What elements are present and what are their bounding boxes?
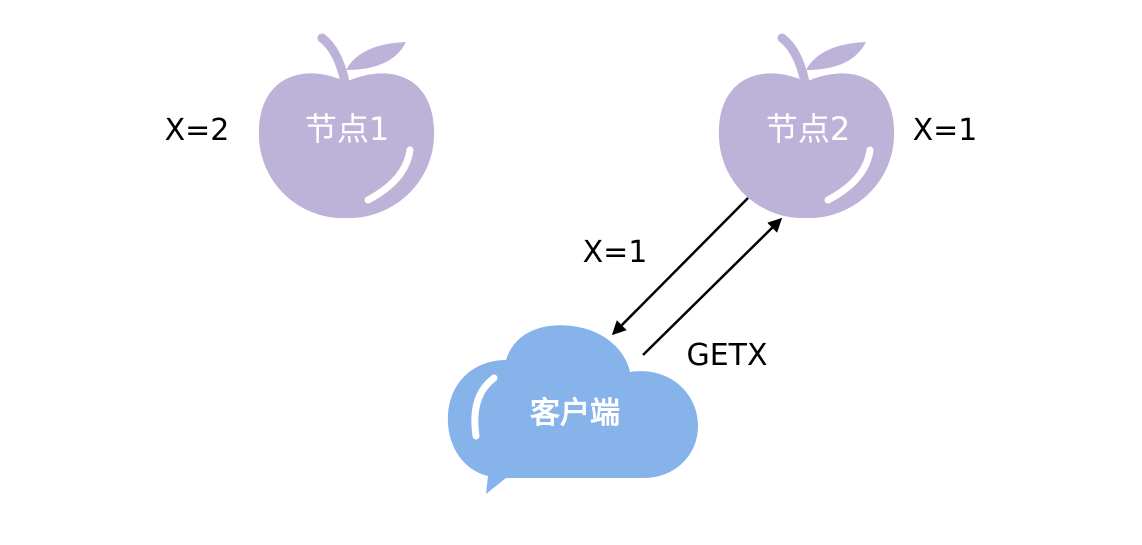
node-2-leaf [806, 42, 866, 70]
node-1-stem [317, 33, 350, 87]
node-1: 节点1 [258, 33, 435, 219]
node-2-highlight [824, 146, 874, 204]
client-cloud [447, 325, 698, 494]
node-2-value: X=1 [913, 113, 978, 148]
node-2-stem [777, 33, 810, 87]
client-label: 客户端 [530, 396, 620, 431]
node-2-label: 节点2 [766, 110, 850, 148]
node-1-label: 节点1 [305, 110, 389, 148]
response-message-label: X=1 [583, 235, 648, 270]
node-2: 节点2 [718, 33, 895, 219]
request-message-label: GETX [686, 338, 767, 373]
response-arrow [611, 197, 749, 336]
node-1-value: X=2 [165, 113, 230, 148]
client: 客户端 [447, 325, 698, 494]
node-1-highlight [364, 146, 414, 204]
client-highlight [471, 374, 498, 440]
request-arrow [642, 217, 783, 356]
node-1-leaf [346, 42, 406, 70]
